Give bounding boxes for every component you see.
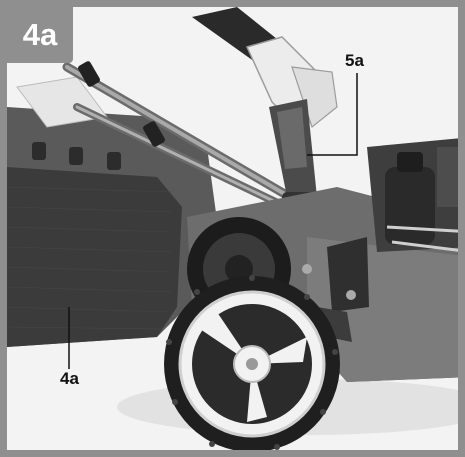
callout-line-lever [307, 73, 358, 156]
lawn-mower-photo [7, 7, 458, 450]
front-wheel [164, 275, 340, 450]
callout-lever: 5a [345, 51, 364, 70]
callout-grass-bag: 4a [60, 369, 79, 388]
figure-tab-label: 4a [7, 7, 73, 63]
operator-arm [192, 7, 338, 129]
grass-bag [7, 76, 222, 347]
handle-bars [62, 61, 312, 221]
engine [367, 138, 458, 252]
